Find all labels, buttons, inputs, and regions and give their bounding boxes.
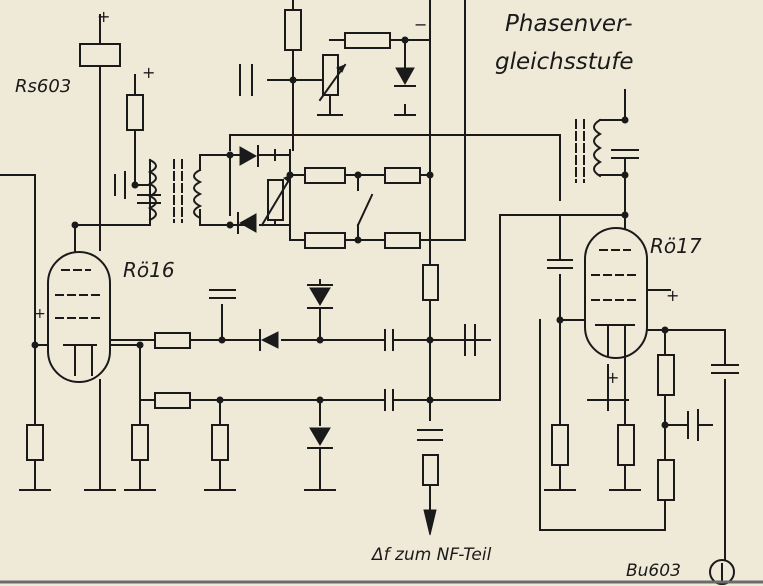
transformer-right-secondary	[593, 118, 602, 178]
bridge-potentiometer	[267, 179, 284, 221]
resistor-r12	[551, 424, 569, 466]
transformers	[147, 118, 602, 223]
resistor-r6	[304, 232, 346, 249]
capacitor-c11	[711, 364, 739, 374]
resistor-grid	[154, 332, 191, 349]
potentiometer-wiper-bridge	[260, 173, 294, 227]
capacitors	[114, 64, 739, 441]
tube-left-label: Rö16	[123, 258, 175, 282]
resistor-r3	[344, 32, 391, 49]
tube-rö17	[584, 227, 648, 359]
plus-sign-rö17-grid: +	[666, 286, 679, 305]
wiper-arrow-top	[336, 64, 346, 73]
capacitor-c9	[611, 149, 639, 159]
resistor-r4	[304, 167, 346, 184]
output-arrow	[423, 509, 437, 536]
resistor-r8	[422, 264, 439, 301]
title-line-2: gleichsstufe	[495, 49, 634, 75]
minus-sign: −	[414, 15, 427, 34]
capacitor-c12	[687, 409, 713, 441]
diode-lower	[307, 427, 333, 491]
capacitor-c4	[209, 289, 236, 299]
socket-label: Bu603	[626, 561, 681, 581]
transformer-right-core	[575, 119, 585, 183]
resistor-r15	[657, 459, 675, 501]
resistor-r14	[657, 354, 675, 396]
resistors	[26, 9, 675, 501]
resistor-cathode	[154, 392, 191, 409]
capacitor-c7	[384, 389, 394, 411]
capacitor-c6	[464, 324, 491, 356]
diode-bridge-bottom	[237, 212, 257, 234]
grounds	[19, 114, 641, 491]
junctions	[31, 36, 669, 429]
resistor-r13	[617, 424, 635, 466]
capacitor-c2	[114, 171, 126, 199]
diode-bridge-top	[239, 145, 259, 167]
resistor-output	[422, 454, 439, 486]
tube-right-label: Rö17	[650, 234, 702, 258]
output-label: Δf zum NF-Teil	[370, 545, 492, 565]
transformer-left-core	[173, 159, 183, 223]
diode-upper	[307, 284, 333, 309]
capacitor-c10	[547, 259, 573, 269]
plus-sign-resistor: +	[142, 63, 155, 82]
resistor-r5	[384, 167, 421, 184]
socket-bu603	[709, 559, 735, 585]
relay-coil	[79, 43, 121, 67]
resistor-r7	[384, 232, 421, 249]
capacitor-c5	[384, 329, 394, 351]
potentiometer	[322, 54, 339, 96]
resistor-r2	[284, 9, 302, 51]
relay-label: Rs603	[15, 76, 71, 97]
capacitor-c8	[417, 429, 443, 441]
tube-rö16	[47, 251, 111, 383]
capacitor-c1	[239, 64, 253, 96]
diodes	[237, 67, 416, 491]
diode-grid	[259, 329, 279, 351]
diode-top	[394, 67, 416, 87]
plus-sign-rö17-cathode: +	[606, 368, 619, 387]
resistor-r11	[211, 424, 229, 461]
resistor-r9	[26, 424, 44, 461]
transformer-left-primary	[147, 158, 157, 222]
title-line-1: Phasenver-	[505, 11, 633, 37]
resistor-r1	[126, 94, 144, 131]
transformer-left-secondary	[193, 168, 203, 220]
plus-sign-rö16: +	[34, 306, 46, 322]
resistor-r10	[131, 424, 149, 461]
